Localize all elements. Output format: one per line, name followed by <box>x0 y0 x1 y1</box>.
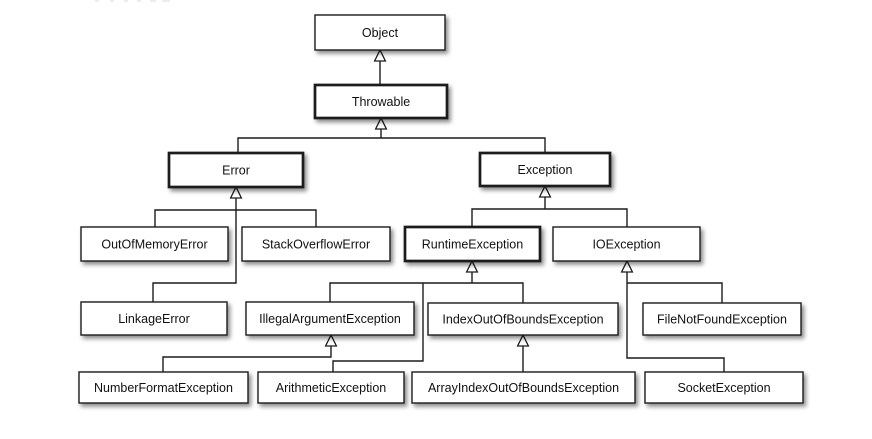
node-box <box>411 371 636 404</box>
edges <box>152 48 725 372</box>
node-box <box>257 371 405 404</box>
inheritance-arrow-throwable <box>374 116 388 130</box>
node-label: IllegalArgumentException <box>259 312 401 326</box>
edge-numberformat-to-illegalargument <box>162 346 332 372</box>
node-box <box>245 301 415 336</box>
node-box <box>314 14 446 51</box>
node-label: FileNotFoundException <box>657 313 787 327</box>
edge-children-to-runtime-exception <box>329 272 524 372</box>
node-box <box>80 226 229 262</box>
node-socket-exception: SocketException <box>644 371 804 404</box>
node-box <box>241 226 391 262</box>
node-stack-overflow-error: StackOverflowError <box>241 226 391 262</box>
node-box <box>642 302 802 336</box>
node-box <box>167 151 305 189</box>
node-box <box>552 226 701 262</box>
edge-children-to-exception <box>471 197 628 227</box>
inheritance-arrow-exception <box>538 184 552 198</box>
cropped-top-artifact <box>95 0 170 2</box>
inheritance-arrow-error <box>229 185 243 199</box>
node-arithmetic-exception: ArithmeticException <box>257 371 405 404</box>
node-number-format-exception: NumberFormatException <box>78 371 249 404</box>
node-array-index-out-of-bounds-exception: ArrayIndexOutOfBoundsException <box>411 371 636 404</box>
node-box <box>313 83 449 120</box>
node-box <box>403 225 542 263</box>
node-label: Error <box>222 164 250 178</box>
node-box <box>427 302 619 336</box>
node-label: Object <box>362 26 399 40</box>
node-label: ArithmeticException <box>276 381 387 395</box>
inheritance-arrow-index-out-of-bounds <box>516 333 530 347</box>
inheritance-arrow-object <box>373 48 387 62</box>
node-box <box>478 151 612 188</box>
inheritance-arrow-illegal-argument <box>324 333 338 347</box>
node-box <box>78 371 249 404</box>
node-error: Error <box>167 151 305 189</box>
node-linkage-error: LinkageError <box>80 301 228 336</box>
node-out-of-memory-error: OutOfMemoryError <box>80 226 229 262</box>
node-index-out-of-bounds-exception: IndexOutOfBoundsException <box>427 302 619 336</box>
node-label: StackOverflowError <box>262 238 370 252</box>
node-file-not-found-exception: FileNotFoundException <box>642 302 802 336</box>
inheritance-arrow-runtime-exception <box>465 259 479 273</box>
node-runtime-exception: RuntimeException <box>403 225 542 263</box>
node-label: OutOfMemoryError <box>101 238 207 252</box>
node-exception: Exception <box>478 151 612 188</box>
node-io-exception: IOException <box>552 226 701 262</box>
node-label: IOException <box>592 238 660 252</box>
node-label: Exception <box>518 163 573 177</box>
inheritance-arrow-io-exception <box>620 259 634 273</box>
node-box <box>80 301 228 336</box>
edge-children-to-error <box>152 198 317 302</box>
node-box <box>644 371 804 404</box>
node-illegal-argument-exception: IllegalArgumentException <box>245 301 415 336</box>
node-label: SocketException <box>677 381 770 395</box>
node-label: NumberFormatException <box>94 381 233 395</box>
node-label: Throwable <box>352 95 410 109</box>
node-label: RuntimeException <box>422 238 523 252</box>
node-label: IndexOutOfBoundsException <box>442 313 603 327</box>
node-label: LinkageError <box>118 312 190 326</box>
node-throwable: Throwable <box>313 83 449 120</box>
edge-error-exception-to-throwable <box>237 129 546 153</box>
edge-children-to-io-exception <box>626 272 725 372</box>
node-label: ArrayIndexOutOfBoundsException <box>428 381 619 395</box>
node-object: Object <box>314 14 446 51</box>
